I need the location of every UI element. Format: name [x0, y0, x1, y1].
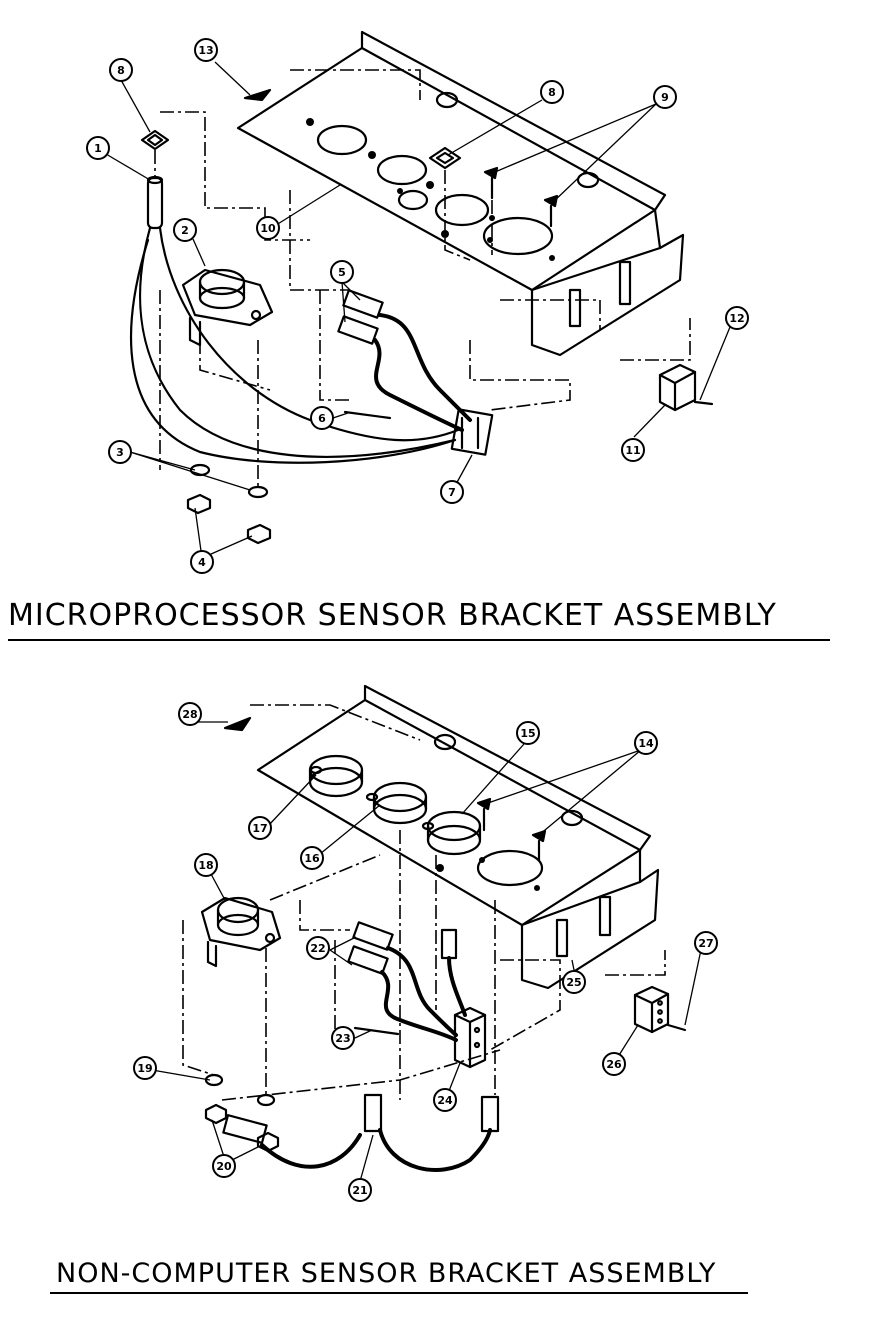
switch-11	[658, 363, 714, 412]
callout-12: 12	[725, 306, 749, 330]
screw-13	[243, 88, 272, 102]
washers-nuts-2	[204, 1073, 280, 1153]
pin-23	[353, 1026, 400, 1036]
bracket-2	[256, 684, 660, 990]
callout-4: 4	[190, 550, 214, 574]
svg-text:20: 20	[216, 1160, 232, 1173]
callout-24: 24	[433, 1088, 457, 1112]
svg-text:10: 10	[260, 222, 276, 235]
callout-11: 11	[621, 438, 645, 462]
thermostats-15-16-17	[308, 754, 482, 856]
svg-text:4: 4	[198, 556, 206, 569]
svg-text:18: 18	[198, 859, 213, 872]
callout-19: 19	[133, 1056, 157, 1080]
svg-text:27: 27	[698, 937, 713, 950]
callout-16: 16	[300, 846, 324, 870]
terminal-block-24	[453, 1006, 487, 1069]
svg-text:7: 7	[448, 486, 456, 499]
svg-text:8: 8	[548, 86, 556, 99]
callout-13: 13	[194, 38, 218, 62]
callout-2: 2	[173, 218, 197, 242]
callout-14: 14	[634, 731, 658, 755]
thermostat-18	[200, 896, 282, 968]
callout-25: 25	[562, 970, 586, 994]
svg-text:5: 5	[338, 266, 346, 279]
svg-text:17: 17	[252, 822, 267, 835]
svg-text:12: 12	[729, 312, 744, 325]
callout-1: 1	[86, 136, 110, 160]
callout-3: 3	[108, 440, 132, 464]
callout-28: 28	[178, 702, 202, 726]
callout-17: 17	[248, 816, 272, 840]
callout-27: 27	[694, 931, 718, 955]
assembly-lines-2	[182, 704, 666, 1101]
callout-26: 26	[602, 1052, 626, 1076]
switch-26	[633, 985, 687, 1034]
assembly-lines-1	[154, 69, 691, 490]
screw-28	[223, 716, 252, 732]
svg-text:9: 9	[661, 91, 669, 104]
clips-8	[140, 129, 462, 170]
wiring-harness-22	[347, 921, 467, 1042]
svg-text:28: 28	[182, 708, 197, 721]
callout-15: 15	[516, 721, 540, 745]
washers-nuts-1	[186, 463, 272, 545]
callout-8a: 8	[109, 58, 133, 82]
svg-text:19: 19	[137, 1062, 152, 1075]
pin-6	[343, 410, 392, 420]
callout-6: 6	[310, 406, 334, 430]
svg-text:8: 8	[117, 64, 125, 77]
callout-18: 18	[194, 853, 218, 877]
svg-text:1: 1	[94, 142, 102, 155]
wiring-harness-21	[222, 1093, 500, 1172]
svg-text:15: 15	[520, 727, 535, 740]
sensor-probe	[130, 175, 460, 464]
wiring-harness-1	[337, 289, 494, 456]
callout-5: 5	[330, 260, 354, 284]
callout-10: 10	[256, 216, 280, 240]
callout-22: 22	[306, 936, 330, 960]
svg-text:13: 13	[198, 44, 213, 57]
screws-9	[483, 166, 559, 228]
svg-text:14: 14	[638, 737, 654, 750]
bracket-1	[236, 30, 685, 357]
svg-text:3: 3	[116, 446, 124, 459]
callouts: 1 2 3 4 5 6 7 8 8 9 10 11 12 13 14 15 16…	[86, 38, 749, 1202]
svg-text:6: 6	[318, 412, 326, 425]
assembly-2-title: NON-COMPUTER SENSOR BRACKET ASSEMBLY	[56, 1258, 717, 1289]
svg-text:22: 22	[310, 942, 325, 955]
assembly-1-title: MICROPROCESSOR SENSOR BRACKET ASSEMBLY	[8, 598, 777, 633]
callout-9: 9	[653, 85, 677, 109]
screws-14	[476, 797, 547, 862]
svg-text:2: 2	[181, 224, 189, 237]
svg-text:24: 24	[437, 1094, 453, 1107]
callout-8b: 8	[540, 80, 564, 104]
svg-text:11: 11	[625, 444, 640, 457]
callout-23: 23	[331, 1026, 355, 1050]
callout-20: 20	[212, 1154, 236, 1178]
callout-21: 21	[348, 1178, 372, 1202]
svg-text:23: 23	[335, 1032, 350, 1045]
svg-text:21: 21	[352, 1184, 367, 1197]
svg-text:26: 26	[606, 1058, 622, 1071]
svg-text:25: 25	[566, 976, 581, 989]
callout-7: 7	[440, 480, 464, 504]
svg-text:16: 16	[304, 852, 320, 865]
thermostat-1	[181, 268, 274, 347]
